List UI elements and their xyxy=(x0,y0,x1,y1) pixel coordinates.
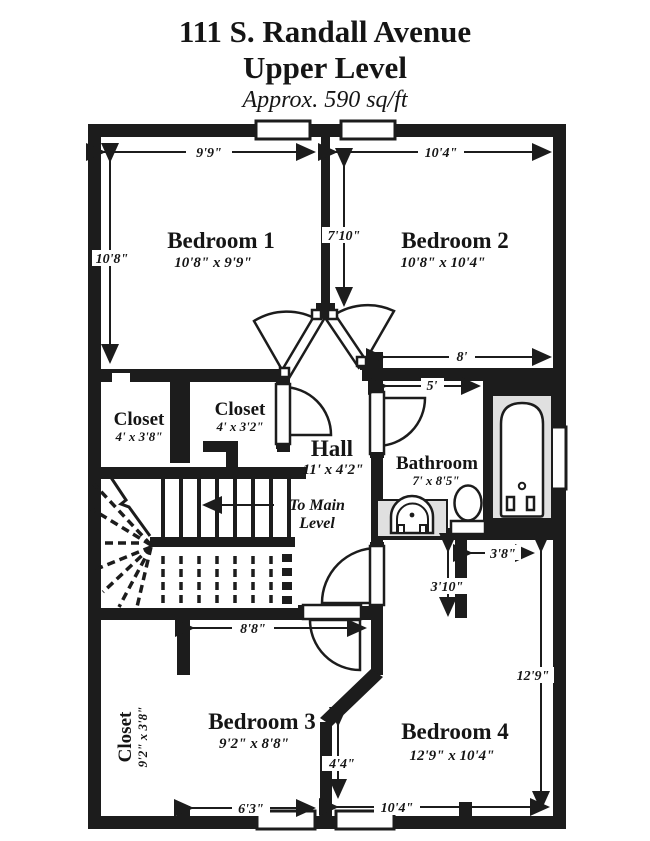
wall-bedroom1-bedroom2 xyxy=(321,137,330,307)
wall-hall-right-d xyxy=(371,603,383,620)
label-bedroom3: Bedroom 3 xyxy=(208,709,316,734)
wall-stairs-bottom xyxy=(101,608,305,620)
dim-bathroom-width: 5' xyxy=(427,379,438,394)
stair-landing-edge xyxy=(150,537,295,547)
dim-nook-height: 3'10" xyxy=(430,580,464,595)
label-closet3: Closet xyxy=(115,711,136,762)
stairs-note-line1: To Main xyxy=(289,497,345,514)
wall-bottom-stub-right xyxy=(459,802,472,816)
page-title-line2: Upper Level xyxy=(243,50,407,85)
label-closet2: Closet xyxy=(215,399,266,420)
wall-closet3-stub xyxy=(177,620,190,675)
page-title-line1: 111 S. Randall Avenue xyxy=(179,14,471,49)
room-labels: Bedroom 1 10'8" x 9'9" Bedroom 2 10'8" x… xyxy=(114,228,510,767)
wall-bathroom-top xyxy=(362,368,553,381)
sink xyxy=(376,494,448,538)
closet1-opening xyxy=(112,373,130,382)
wall-b3-b4-upper xyxy=(371,620,383,675)
staircase: To Main Level xyxy=(89,472,345,608)
wall-closet2-bottom xyxy=(203,441,238,452)
wall-b3-b4-diagonal xyxy=(320,669,383,726)
label-closet2-dims: 4' x 3'2" xyxy=(216,419,264,434)
label-bedroom1-dims: 10'8" x 9'9" xyxy=(174,255,252,271)
dim-nook-width: 3'8" xyxy=(489,547,516,562)
dim-bedroom2-bottom: 8' xyxy=(457,350,468,365)
dim-bedroom1-height: 10'8" xyxy=(96,252,129,267)
label-bathroom: Bathroom xyxy=(396,453,478,474)
label-bedroom2-dims: 10'8" x 10'4" xyxy=(401,255,486,271)
dim-bedroom2-width: 10'4" xyxy=(425,146,458,161)
stair-treads xyxy=(150,479,295,547)
window-top-right xyxy=(339,119,397,141)
dim-bedroom1-width: 9'9" xyxy=(196,146,222,161)
tub-handle-left xyxy=(505,495,516,512)
label-hall-dims: 11' x 4'2" xyxy=(303,462,364,478)
dim-bedroom3-niche: 4'4" xyxy=(328,757,355,772)
label-bedroom2: Bedroom 2 xyxy=(401,228,509,253)
dim-bedroom3-width: 6'3" xyxy=(238,802,264,817)
label-bedroom1: Bedroom 1 xyxy=(167,228,275,253)
label-bedroom4-dims: 12'9" x 10'4" xyxy=(410,748,495,764)
dim-bedroom3-top: 8'8" xyxy=(240,622,266,637)
label-closet3-dims: 9'2" x 3'8" xyxy=(135,707,150,768)
dimension-annotations: 9'9" 10'8" 10'4" 7'10" 8' 5' 3'10" 3'8" … xyxy=(86,143,554,817)
label-bedroom3-dims: 9'2" x 8'8" xyxy=(219,736,289,752)
stairs-note-line2: Level xyxy=(298,515,335,532)
stair-lower-flight xyxy=(161,554,292,606)
wall-closet2-step xyxy=(226,452,238,468)
label-closet1: Closet xyxy=(114,409,165,430)
dim-bedroom4-width: 10'4" xyxy=(381,801,414,816)
door-bathroom xyxy=(368,388,427,458)
stair-winders xyxy=(89,472,153,608)
label-closet1-dims: 4' x 3'8" xyxy=(115,429,163,444)
label-closet3-group: Closet 9'2" x 3'8" xyxy=(115,707,150,768)
label-bedroom4: Bedroom 4 xyxy=(401,719,509,744)
door-bedroom2 xyxy=(324,303,396,370)
label-bathroom-dims: 7' x 8'5" xyxy=(413,473,460,488)
door-closet2 xyxy=(274,379,333,449)
door-hall-bedroom4 xyxy=(320,542,386,607)
bathtub xyxy=(491,394,553,520)
wall-closet-divider xyxy=(170,369,190,463)
page-subtitle: Approx. 590 sq/ft xyxy=(240,87,408,113)
wall-stairs-top xyxy=(101,467,306,479)
dim-bedroom2-height: 7'10" xyxy=(328,229,361,244)
door-bedroom3 xyxy=(298,603,363,672)
tub-handle-right xyxy=(525,495,536,512)
wall-bedroom1-bottom xyxy=(101,369,173,382)
label-hall: Hall xyxy=(311,436,353,461)
wall-bottom-stub-left xyxy=(177,806,190,816)
window-top-left xyxy=(254,119,312,141)
toilet xyxy=(449,484,487,536)
door-bedroom1 xyxy=(252,308,327,380)
dim-bedroom4-height: 12'9" xyxy=(517,669,550,684)
wall-closet2-top xyxy=(190,369,282,382)
